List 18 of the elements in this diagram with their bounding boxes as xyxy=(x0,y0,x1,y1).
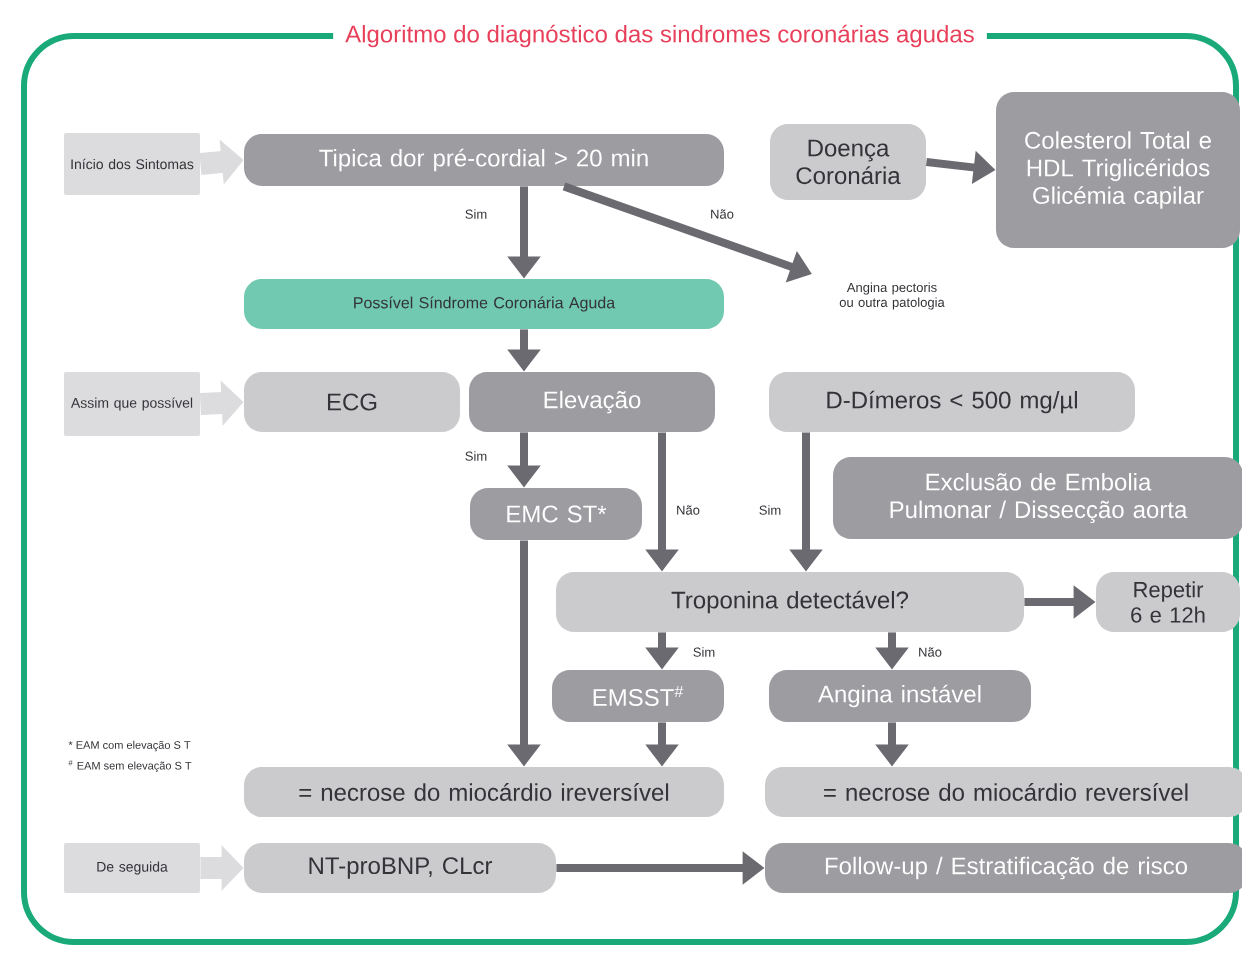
process-box: Angina instável xyxy=(769,670,1031,722)
process-box: ECG xyxy=(244,372,460,432)
process-box: NT-proBNP, CLcr xyxy=(244,843,556,893)
process-box: = necrose do miocárdio ireversível xyxy=(244,767,724,817)
process-box: Tipica dor pré-cordial > 20 min xyxy=(244,134,724,186)
process-box: EMSST$^{#}$ xyxy=(552,670,724,722)
process-box: Doença Coronária xyxy=(770,124,926,200)
title: Algoritmo do diagnóstico das sindromes coronárias agudas xyxy=(333,20,987,52)
process-box: = necrose do miocárdio reversível xyxy=(765,767,1242,817)
process-box: D-Dímeros < 500 mg/µl xyxy=(769,372,1135,432)
process-box: Follow-up / Estratificação de risco xyxy=(765,843,1242,893)
process-box: Troponina detectável? xyxy=(556,572,1024,632)
process-box: Elevação xyxy=(469,372,715,432)
result-box: Repetir 6 e 12h xyxy=(1096,572,1240,632)
process-box: Exclusão de Embolia Pulmonar / Dissecção aorta xyxy=(833,457,1242,539)
process-box: EMC ST* xyxy=(470,488,642,540)
process-box: Possível Síndrome Coronária Aguda xyxy=(244,279,724,329)
result-box: Colesterol Total e HDL Triglicéridos Glicémia capilar xyxy=(996,92,1240,248)
